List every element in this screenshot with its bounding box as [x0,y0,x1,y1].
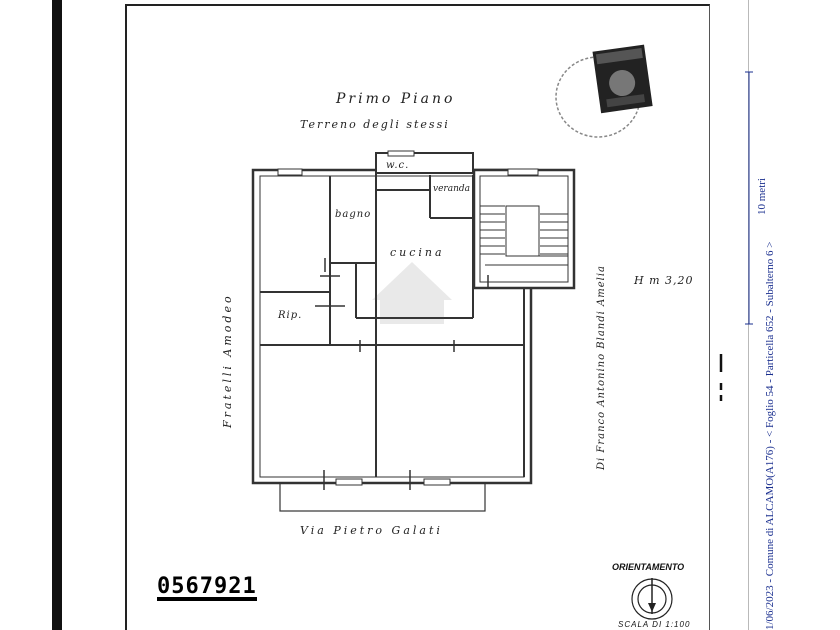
room-label-ripostiglio: Rip. [278,310,303,321]
door-marks [315,258,489,490]
cadastral-reference: 1/06/2023 - Comune di ALCAMO(A176) - < F… [764,241,776,630]
plan-sheet [125,4,710,630]
scale-measure-label: 10 metri [756,178,768,215]
watermark-logo [372,262,452,324]
margin-scale-ticks [745,71,753,325]
outer-walls [251,152,576,512]
stamp-seal [555,44,653,138]
room-label-cucina: cucina [390,246,445,259]
orientation-compass-icon [631,578,673,620]
street-label: Via Pietro Galati [300,524,443,537]
room-label-wc: w.c. [386,160,410,171]
room-label-bagno: bagno [335,209,372,220]
right-neighbor-label: Di Franco Antonino Blandi Amelia [596,264,607,470]
plan-title: Primo Piano [336,91,456,107]
document-number: 0567921 [157,574,257,601]
scale-label: SCALA DI 1:100 [618,620,691,629]
interior-walls [260,155,525,477]
orientation-label: ORIENTAMENTO [612,562,685,572]
left-neighbor-label: Fratelli Amodeo [221,293,234,428]
windows [277,150,539,486]
left-scan-border [52,0,62,630]
staircase [480,205,568,266]
ceiling-height-label: H m 3,20 [634,274,694,287]
plan-subtitle: Terreno degli stessi [300,118,450,131]
room-label-veranda: veranda [433,184,471,194]
